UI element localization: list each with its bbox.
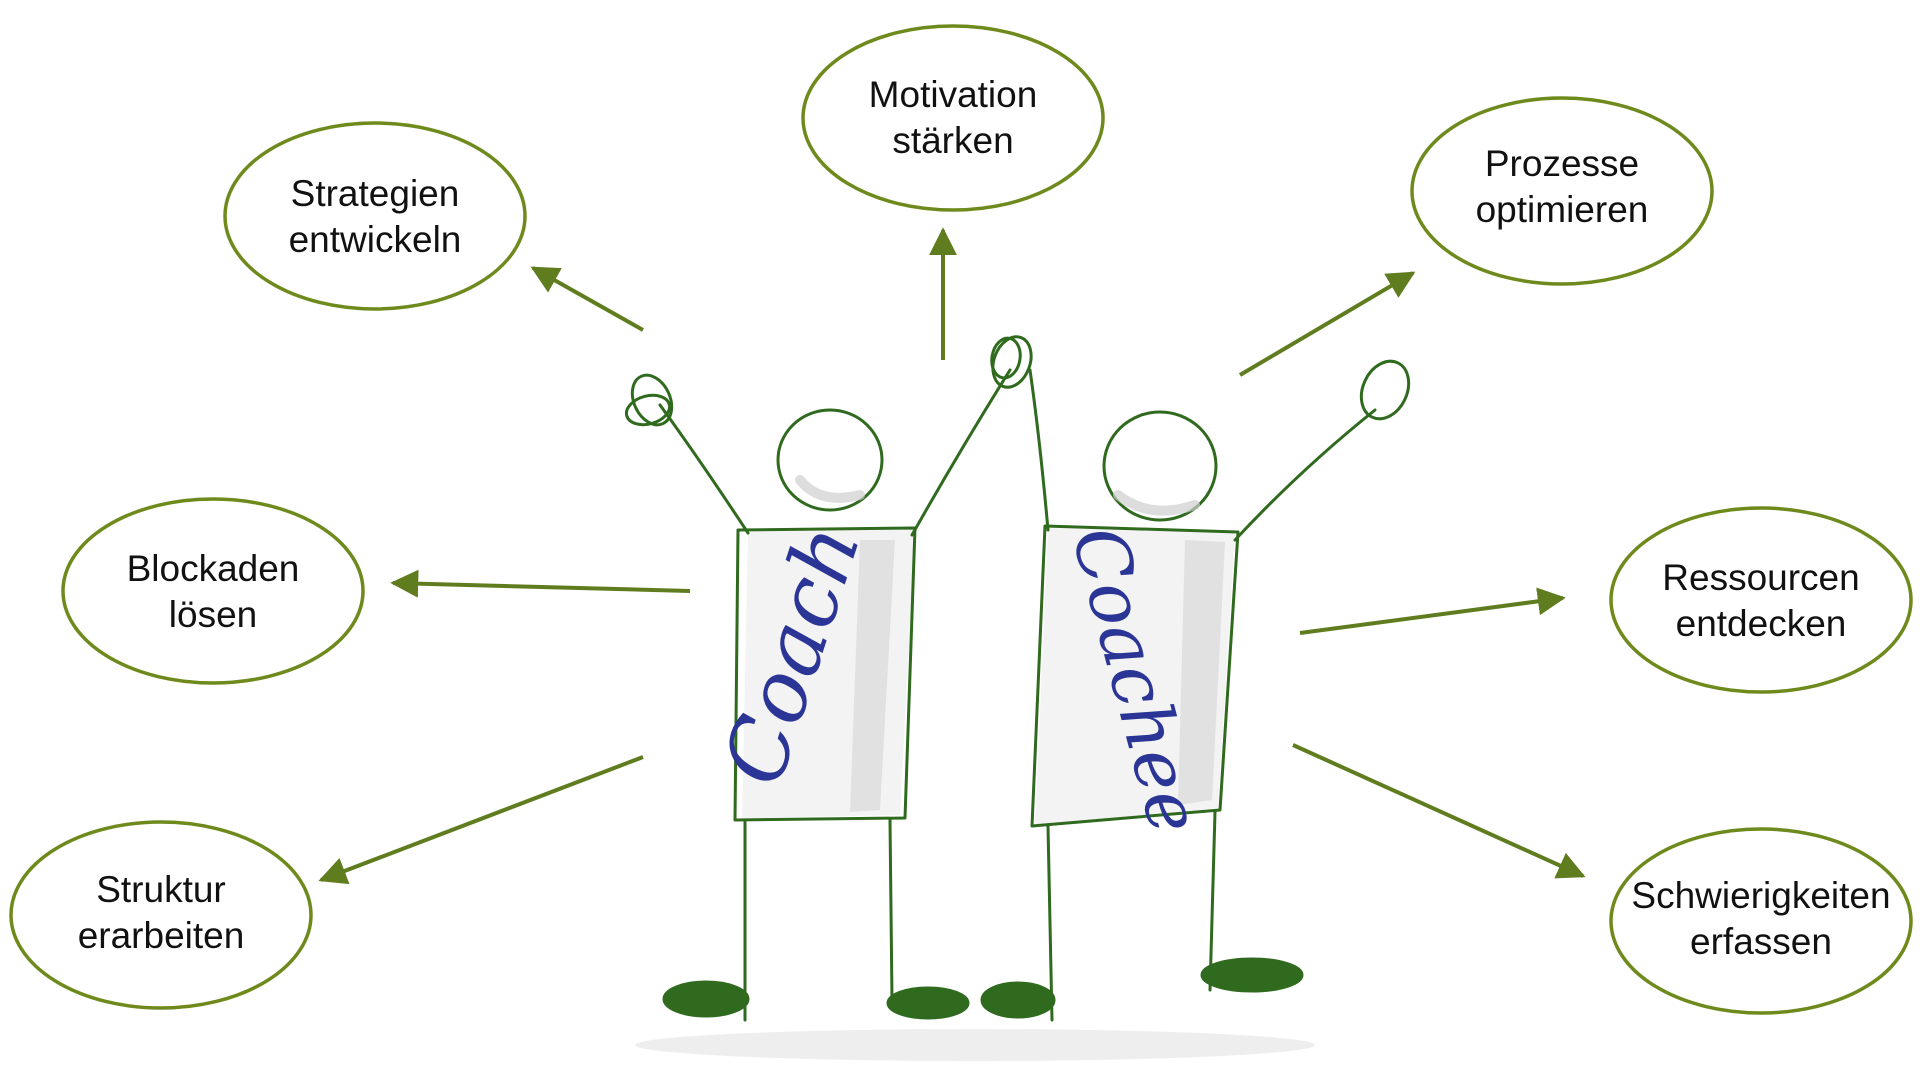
goal-prozesse: Prozesse optimieren bbox=[1412, 141, 1712, 233]
coachee-head bbox=[1102, 410, 1218, 522]
goal-blockaden: Blockaden lösen bbox=[63, 546, 363, 638]
coach-shirt bbox=[733, 526, 917, 822]
goal-ressourcen-line2: entdecken bbox=[1675, 603, 1847, 644]
goal-schwierigkeiten-line1: Schwierigkeiten bbox=[1631, 875, 1891, 916]
goal-prozesse-line1: Prozesse bbox=[1484, 143, 1640, 184]
arrow-to-blockaden bbox=[390, 569, 691, 598]
ellipse-motivation bbox=[801, 24, 1105, 212]
coachee-left-foot bbox=[980, 981, 1056, 1019]
goal-schwierigkeiten-line2: erfassen bbox=[1690, 921, 1832, 962]
goal-prozesse-line2: optimieren bbox=[1475, 189, 1649, 230]
ellipse-struktur bbox=[9, 820, 313, 1010]
coach-left-arm bbox=[658, 403, 750, 535]
coachee-shirt bbox=[1030, 524, 1240, 828]
arrow-to-struktur bbox=[318, 755, 644, 885]
goal-strategien-line2: entwickeln bbox=[288, 219, 462, 260]
ellipse-strategien bbox=[223, 121, 527, 311]
goal-strategien: Strategien entwickeln bbox=[225, 171, 525, 263]
coachee-figure bbox=[980, 359, 1411, 1022]
coachee-right-hand bbox=[1359, 359, 1411, 421]
coach-right-arm bbox=[910, 368, 1012, 537]
goal-struktur-line2: erarbeiten bbox=[77, 915, 245, 956]
coach-left-hand bbox=[630, 373, 674, 427]
coach-left-foot bbox=[662, 980, 750, 1018]
coach-right-leg bbox=[888, 818, 894, 1002]
goal-struktur-line1: Struktur bbox=[96, 869, 226, 910]
goal-motivation-line1: Motivation bbox=[868, 74, 1038, 115]
goal-strategien-line1: Strategien bbox=[290, 173, 460, 214]
coachee-left-leg bbox=[1046, 824, 1054, 1022]
coachee-head-shading bbox=[1113, 490, 1200, 516]
goal-blockaden-line2: lösen bbox=[168, 594, 258, 635]
goal-ressourcen: Ressourcen entdecken bbox=[1611, 555, 1911, 647]
coach-figure bbox=[624, 335, 1033, 1022]
ground-shadow bbox=[635, 1029, 1315, 1061]
coach-head-shading bbox=[795, 475, 865, 503]
arrow-to-prozesse bbox=[1238, 271, 1416, 377]
ellipse-blockaden bbox=[61, 497, 365, 685]
coachee-right-leg bbox=[1208, 810, 1217, 992]
coachee-right-arm bbox=[1233, 408, 1377, 542]
arrow-to-schwierigkeiten bbox=[1292, 743, 1586, 879]
ellipse-ressourcen bbox=[1609, 506, 1913, 694]
ellipse-prozesse bbox=[1410, 96, 1714, 286]
coach-right-foot bbox=[886, 986, 970, 1020]
coachee-right-foot bbox=[1200, 957, 1304, 993]
goal-motivation-line2: stärken bbox=[892, 120, 1014, 161]
goal-motivation: Motivation stärken bbox=[803, 72, 1103, 164]
coachee-left-arm bbox=[1028, 368, 1050, 532]
arrow-to-ressourcen bbox=[1299, 587, 1566, 635]
goal-schwierigkeiten: Schwierigkeiten erfassen bbox=[1611, 873, 1911, 965]
coach-right-hand bbox=[991, 335, 1033, 389]
goal-struktur: Struktur erarbeiten bbox=[11, 867, 311, 959]
ellipse-schwierigkeiten bbox=[1609, 827, 1913, 1015]
goal-blockaden-line1: Blockaden bbox=[126, 548, 300, 589]
goal-ressourcen-line1: Ressourcen bbox=[1662, 557, 1860, 598]
arrow-to-strategien bbox=[530, 266, 644, 332]
